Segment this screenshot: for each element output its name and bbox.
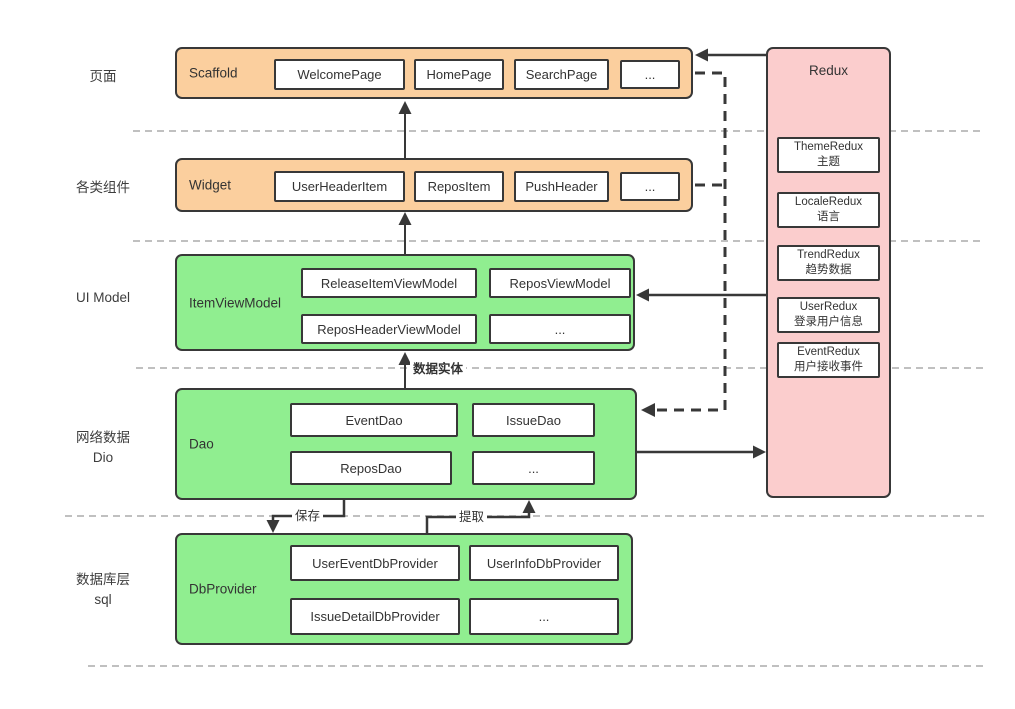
layer-label-database-line2: sql	[94, 591, 112, 607]
node-user-event-db-provider: UserEventDbProvider	[290, 545, 460, 581]
arrow-dao-to-redux	[637, 445, 766, 459]
layer-label-database: 数据库层 sql	[55, 570, 151, 609]
node-push-header: PushHeader	[514, 171, 609, 202]
node-repos-header-view-model: ReposHeaderViewModel	[301, 314, 477, 344]
node-theme-redux: ThemeRedux 主题	[777, 137, 880, 173]
layer-label-network: 网络数据 Dio	[55, 428, 151, 467]
node-welcome-page: WelcomePage	[274, 59, 405, 90]
node-theme-redux-name: ThemeRedux	[793, 141, 864, 154]
arrow-redux-to-scaffold	[695, 48, 766, 62]
edge-label-extract: 提取	[456, 510, 488, 525]
node-view-models-more: ...	[489, 314, 631, 344]
node-locale-redux-desc: 语言	[817, 211, 840, 223]
db-provider-layer-box: DbProvider UserEventDbProvider UserInfoD…	[175, 533, 633, 645]
node-home-page: HomePage	[414, 59, 504, 90]
scaffold-layer-title: Scaffold	[189, 65, 238, 81]
node-event-redux-desc: 用户接收事件	[794, 361, 863, 373]
node-trend-redux: TrendRedux 趋势数据	[777, 245, 880, 281]
node-user-info-db-provider: UserInfoDbProvider	[469, 545, 619, 581]
db-provider-layer-title: DbProvider	[189, 581, 257, 597]
node-trend-redux-name: TrendRedux	[797, 249, 860, 262]
edge-label-data-entity: 数据实体	[410, 362, 467, 377]
dashed-connector-scaffold-widget-to-dao	[641, 71, 727, 417]
node-event-redux: EventRedux 用户接收事件	[777, 342, 880, 378]
layer-label-database-line1: 数据库层	[76, 572, 130, 587]
node-user-header-item: UserHeaderItem	[274, 171, 405, 202]
node-release-item-view-model: ReleaseItemViewModel	[301, 268, 477, 298]
node-repos-dao: ReposDao	[290, 451, 452, 485]
node-widgets-more: ...	[620, 172, 680, 201]
widget-layer-title: Widget	[189, 177, 232, 193]
layer-label-pages: 页面	[89, 69, 117, 84]
node-db-providers-more: ...	[469, 598, 619, 635]
node-repos-view-model: ReposViewModel	[489, 268, 631, 298]
redux-panel: Redux ThemeRedux 主题 LocaleRedux 语言 Trend…	[766, 47, 891, 498]
node-issue-detail-db-provider: IssueDetailDbProvider	[290, 598, 460, 635]
node-user-redux-name: UserRedux	[799, 301, 858, 314]
node-user-redux: UserRedux 登录用户信息	[777, 297, 880, 333]
layer-label-network-line1: 网络数据	[76, 430, 130, 445]
dao-layer-title: Dao	[189, 436, 214, 452]
arrow-redux-to-item-view-model	[636, 288, 766, 302]
redux-panel-title: Redux	[808, 63, 849, 78]
dao-layer-box: Dao EventDao IssueDao ReposDao ...	[175, 388, 637, 500]
arrow-item-view-model-to-widget	[398, 212, 412, 254]
item-view-model-layer-box: ItemViewModel ReleaseItemViewModel Repos…	[175, 254, 635, 351]
node-search-page: SearchPage	[514, 59, 609, 90]
widget-layer-box: Widget UserHeaderItem ReposItem PushHead…	[175, 158, 693, 212]
node-daos-more: ...	[472, 451, 595, 485]
node-trend-redux-desc: 趋势数据	[805, 264, 852, 276]
node-locale-redux-name: LocaleRedux	[794, 196, 863, 209]
edge-label-save: 保存	[292, 509, 324, 524]
arrow-widget-to-scaffold	[398, 101, 412, 158]
node-repos-item: ReposItem	[414, 171, 504, 202]
layer-label-ui-model: UI Model	[75, 290, 131, 305]
node-theme-redux-desc: 主题	[817, 156, 840, 168]
node-user-redux-desc: 登录用户信息	[794, 316, 863, 328]
layer-label-widgets: 各类组件	[76, 180, 130, 195]
node-event-dao: EventDao	[290, 403, 458, 437]
node-issue-dao: IssueDao	[472, 403, 595, 437]
item-view-model-layer-title: ItemViewModel	[189, 295, 282, 310]
node-pages-more: ...	[620, 60, 680, 89]
node-event-redux-name: EventRedux	[797, 346, 860, 359]
node-locale-redux: LocaleRedux 语言	[777, 192, 880, 228]
scaffold-layer-box: Scaffold WelcomePage HomePage SearchPage…	[175, 47, 693, 99]
layer-label-network-line2: Dio	[92, 449, 114, 465]
